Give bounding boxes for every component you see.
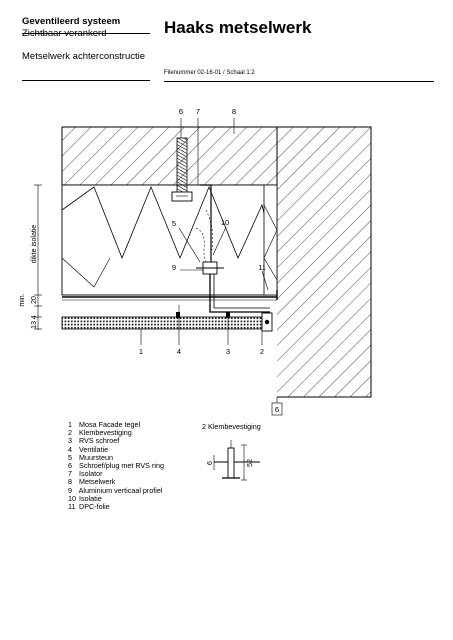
legend-item: 11 DPC-folie <box>68 502 110 512</box>
legend-item: 5 Muursteun <box>68 452 113 462</box>
legend-item: 4 Ventilatie <box>68 444 109 454</box>
callout-6-right: 6 <box>275 405 279 414</box>
dimension-left <box>34 184 42 330</box>
legend-item: 3 RVS schroef <box>68 436 120 446</box>
callout-2: 2 <box>260 347 264 356</box>
detail-dim-6: 6 <box>207 461 214 465</box>
legend-item: 9 Aluminium verticaal profiel <box>68 485 163 495</box>
legend-item: 1 Mosa Facade tegel <box>68 420 141 429</box>
legend-item: 2 Klembevestiging <box>68 428 132 438</box>
page-title: Haaks metselwerk <box>164 18 312 37</box>
dim-20-label: 20 <box>31 296 38 304</box>
construction-label: Metselwerk achterconstructie <box>22 51 146 62</box>
callout-9: 9 <box>172 263 176 272</box>
header-rule-left <box>22 33 150 34</box>
callout-3: 3 <box>226 347 230 356</box>
detail-title: 2 Klembevestiging <box>202 422 261 431</box>
masonry-top <box>61 126 278 186</box>
callout-4: 4 <box>177 347 181 356</box>
callout-leaders <box>140 118 269 345</box>
legend-item: 7 Isolator <box>68 469 103 479</box>
callout-5: 5 <box>172 219 176 228</box>
legend-item: 10 Isolatie <box>68 493 102 503</box>
anchor-screw <box>171 137 193 202</box>
callout-7: 7 <box>196 107 200 116</box>
legend-item: 8 Metselwerk <box>68 477 116 487</box>
system-label: Geventileerd systeem <box>22 16 121 27</box>
dim-insulation-label: dikte isolatie <box>31 225 38 264</box>
insulation-block <box>61 184 278 296</box>
legend: 1 Mosa Facade tegel 2 Klembevestiging 3 … <box>68 420 164 512</box>
masonry-right <box>277 126 372 398</box>
callout-10: 10 <box>221 218 229 227</box>
callout-6: 6 <box>179 107 183 116</box>
facade-tile <box>61 312 273 332</box>
clip-detail-drawing <box>213 440 260 481</box>
header-rule-left-bottom <box>22 80 150 81</box>
dim-13-4-label: 13 4 <box>31 315 38 329</box>
legend-item: 6 Schroef/plug met RVS ring <box>68 461 164 471</box>
callout-8: 8 <box>232 107 236 116</box>
callout-11: 11 <box>258 263 266 272</box>
dim-min-label: min. <box>19 293 26 306</box>
header-rule-right <box>164 81 434 82</box>
aluminium-profile <box>196 261 270 313</box>
callout-1: 1 <box>139 347 143 356</box>
detail-dim-52: 52 <box>247 459 254 467</box>
file-info: Filenummer 02-16-01 / Schaal 1:2 <box>164 70 255 76</box>
